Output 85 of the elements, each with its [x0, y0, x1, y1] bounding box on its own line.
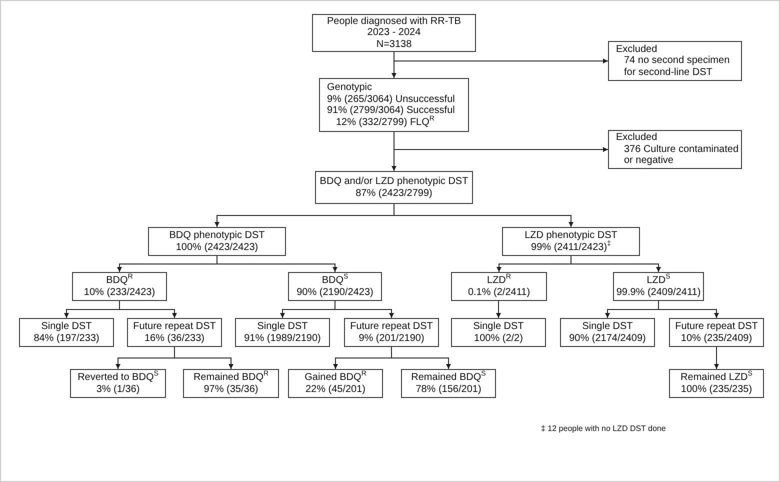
- arrow: [392, 132, 396, 172]
- box-text: 0.1% (2/2411): [468, 286, 530, 298]
- box-heading: Single DST: [41, 321, 92, 332]
- arrow: [570, 256, 661, 272]
- box-text: 9% (201/2190): [358, 332, 424, 344]
- box-text: 12% (332/2799) FLQ$^{R}$: [335, 116, 434, 128]
- process-box: [315, 171, 473, 204]
- box-heading: BDQ and/or LZD phenotypic DST: [320, 176, 468, 188]
- box-text: 2023 - 2024: [367, 27, 421, 39]
- box-heading: LZD phenotypic DST: [524, 230, 618, 241]
- box-text: 74 no second specimen for second-line DST: [623, 55, 731, 78]
- arrow: [392, 52, 396, 78]
- box-heading: Single DST: [582, 321, 633, 332]
- box-heading: Future repeat DST: [350, 321, 433, 332]
- process-box: [451, 318, 546, 347]
- box-text: 3% (1/36): [96, 384, 140, 395]
- box-heading: LZD$^{S}$: [646, 275, 670, 286]
- box-heading: BDQ phenotypic DST: [169, 230, 265, 242]
- process-box: [560, 318, 655, 347]
- box-heading: BDQ$^{R}$: [106, 275, 133, 286]
- box-text: 10% (235/2409): [680, 332, 752, 344]
- box-text: 10% (233/2423): [84, 286, 156, 298]
- box-heading: Remained BDQ$^{R}$: [193, 372, 269, 384]
- box-text: 376 Culture contaminated or negative: [623, 144, 740, 167]
- process-box: [669, 318, 764, 347]
- box-text: 87% (2423/2799): [356, 188, 432, 199]
- box-text: 9% (265/3064) Unsuccessful: [327, 94, 455, 105]
- footnote: ‡ 12 people with no LZD DST done: [541, 424, 666, 433]
- box-text: N=3138: [376, 38, 412, 50]
- process-box: [288, 369, 383, 398]
- box-heading: Single DST: [473, 321, 524, 332]
- box-heading: Excluded: [616, 44, 658, 56]
- box-text: 100% (235/235): [680, 384, 752, 395]
- box-text: 100% (2/2): [474, 332, 523, 344]
- box-heading: LZD$^{R}$: [487, 275, 511, 286]
- box-text: 91% (1989/2190): [244, 332, 321, 344]
- box-text: 16% (36/233): [144, 332, 205, 344]
- arrow: [391, 346, 451, 370]
- box-text: 22% (45/201): [305, 384, 366, 395]
- box-text: 90% (2190/2423): [296, 286, 374, 298]
- arrow: [216, 256, 338, 272]
- box-text: 97% (35/36): [204, 384, 258, 395]
- box-heading: Single DST: [257, 321, 308, 332]
- box-heading: Remained BDQ$^{S}$: [411, 372, 486, 384]
- arrow: [119, 300, 177, 318]
- box-heading: People diagnosed with RR-TB: [327, 16, 461, 28]
- box-text: 84% (197/233): [34, 332, 100, 344]
- box-text: 99% (2411/2423)$^{‡}$: [531, 242, 611, 253]
- box-text: 91% (2799/3064) Successful: [327, 105, 455, 116]
- process-box: [608, 130, 742, 169]
- process-box: [401, 369, 496, 398]
- arrow: [174, 346, 234, 370]
- arrow: [496, 300, 501, 318]
- box-text: 78% (156/201): [416, 384, 482, 395]
- process-box: [613, 272, 704, 301]
- box-heading: Remained LZD$^{S}$: [680, 372, 752, 384]
- process-box: [19, 318, 114, 347]
- arrow: [334, 300, 394, 318]
- process-box: [344, 318, 439, 347]
- box-heading: Gained BDQ$^{R}$: [304, 372, 366, 384]
- arrow: [394, 204, 574, 228]
- box-text: 100% (2423/2423): [176, 242, 258, 253]
- box-heading: Future repeat DST: [133, 321, 216, 332]
- process-box: [608, 41, 742, 81]
- process-box: [451, 272, 547, 301]
- box-text: 90% (2174/2409): [569, 332, 646, 344]
- arrow: [658, 300, 719, 318]
- process-box: [127, 318, 222, 347]
- box-heading: BDQ$^{S}$: [322, 275, 348, 286]
- process-box: [669, 369, 764, 398]
- box-text: 99.9% (2409/2411): [616, 286, 701, 298]
- box-heading: Reverted to BDQ$^{S}$: [78, 372, 158, 384]
- box-heading: Future repeat DST: [675, 321, 758, 332]
- process-box: [312, 14, 476, 52]
- process-box: [235, 318, 330, 347]
- process-box: [148, 227, 286, 256]
- process-box: [72, 272, 167, 301]
- arrow: [714, 346, 719, 370]
- process-box: [288, 272, 382, 301]
- process-box: [319, 78, 469, 132]
- box-heading: Genotypic: [327, 82, 372, 94]
- box-heading: Excluded: [616, 132, 658, 144]
- process-box: [183, 369, 279, 398]
- process-box: [502, 227, 640, 256]
- process-box: [70, 369, 166, 398]
